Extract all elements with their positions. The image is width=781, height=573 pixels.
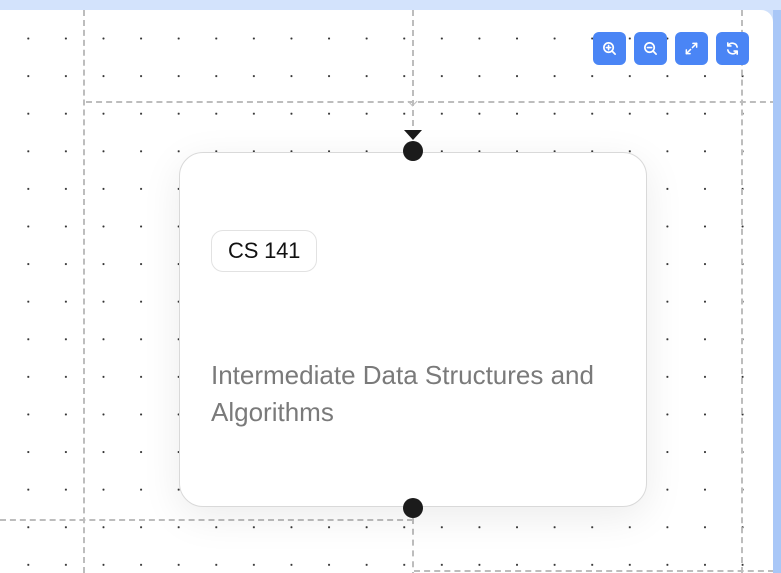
- course-node[interactable]: CS 141 Intermediate Data Structures and …: [179, 152, 647, 507]
- zoom-in-icon: [603, 42, 616, 55]
- canvas-controls: [593, 32, 749, 65]
- reset-view-button[interactable]: [716, 32, 749, 65]
- zoom-out-button[interactable]: [634, 32, 667, 65]
- zoom-out-icon: [644, 42, 657, 55]
- edge-vertical-left: [83, 10, 85, 573]
- node-target-handle[interactable]: [403, 141, 423, 161]
- refresh-icon: [727, 42, 738, 55]
- edge-horizontal-top: [86, 101, 773, 103]
- edge-outgoing: [412, 518, 414, 573]
- edge-arrow-marker: [407, 96, 418, 107]
- window-right-frame: [773, 10, 781, 573]
- window-top-frame: [0, 0, 781, 10]
- zoom-in-button[interactable]: [593, 32, 626, 65]
- course-title: Intermediate Data Structures and Algorit…: [211, 360, 594, 427]
- fit-view-button[interactable]: [675, 32, 708, 65]
- expand-icon: [685, 42, 698, 55]
- course-code-badge: CS 141: [211, 230, 318, 272]
- edge-incoming: [412, 10, 414, 126]
- edge-horizontal-bottom-right: [414, 570, 773, 572]
- node-source-handle[interactable]: [403, 498, 423, 518]
- edge-vertical-right: [741, 10, 743, 573]
- edge-arrowhead: [404, 130, 422, 140]
- edge-horizontal-bottom-left: [0, 519, 413, 521]
- graph-canvas[interactable]: CS 141 Intermediate Data Structures and …: [0, 10, 773, 573]
